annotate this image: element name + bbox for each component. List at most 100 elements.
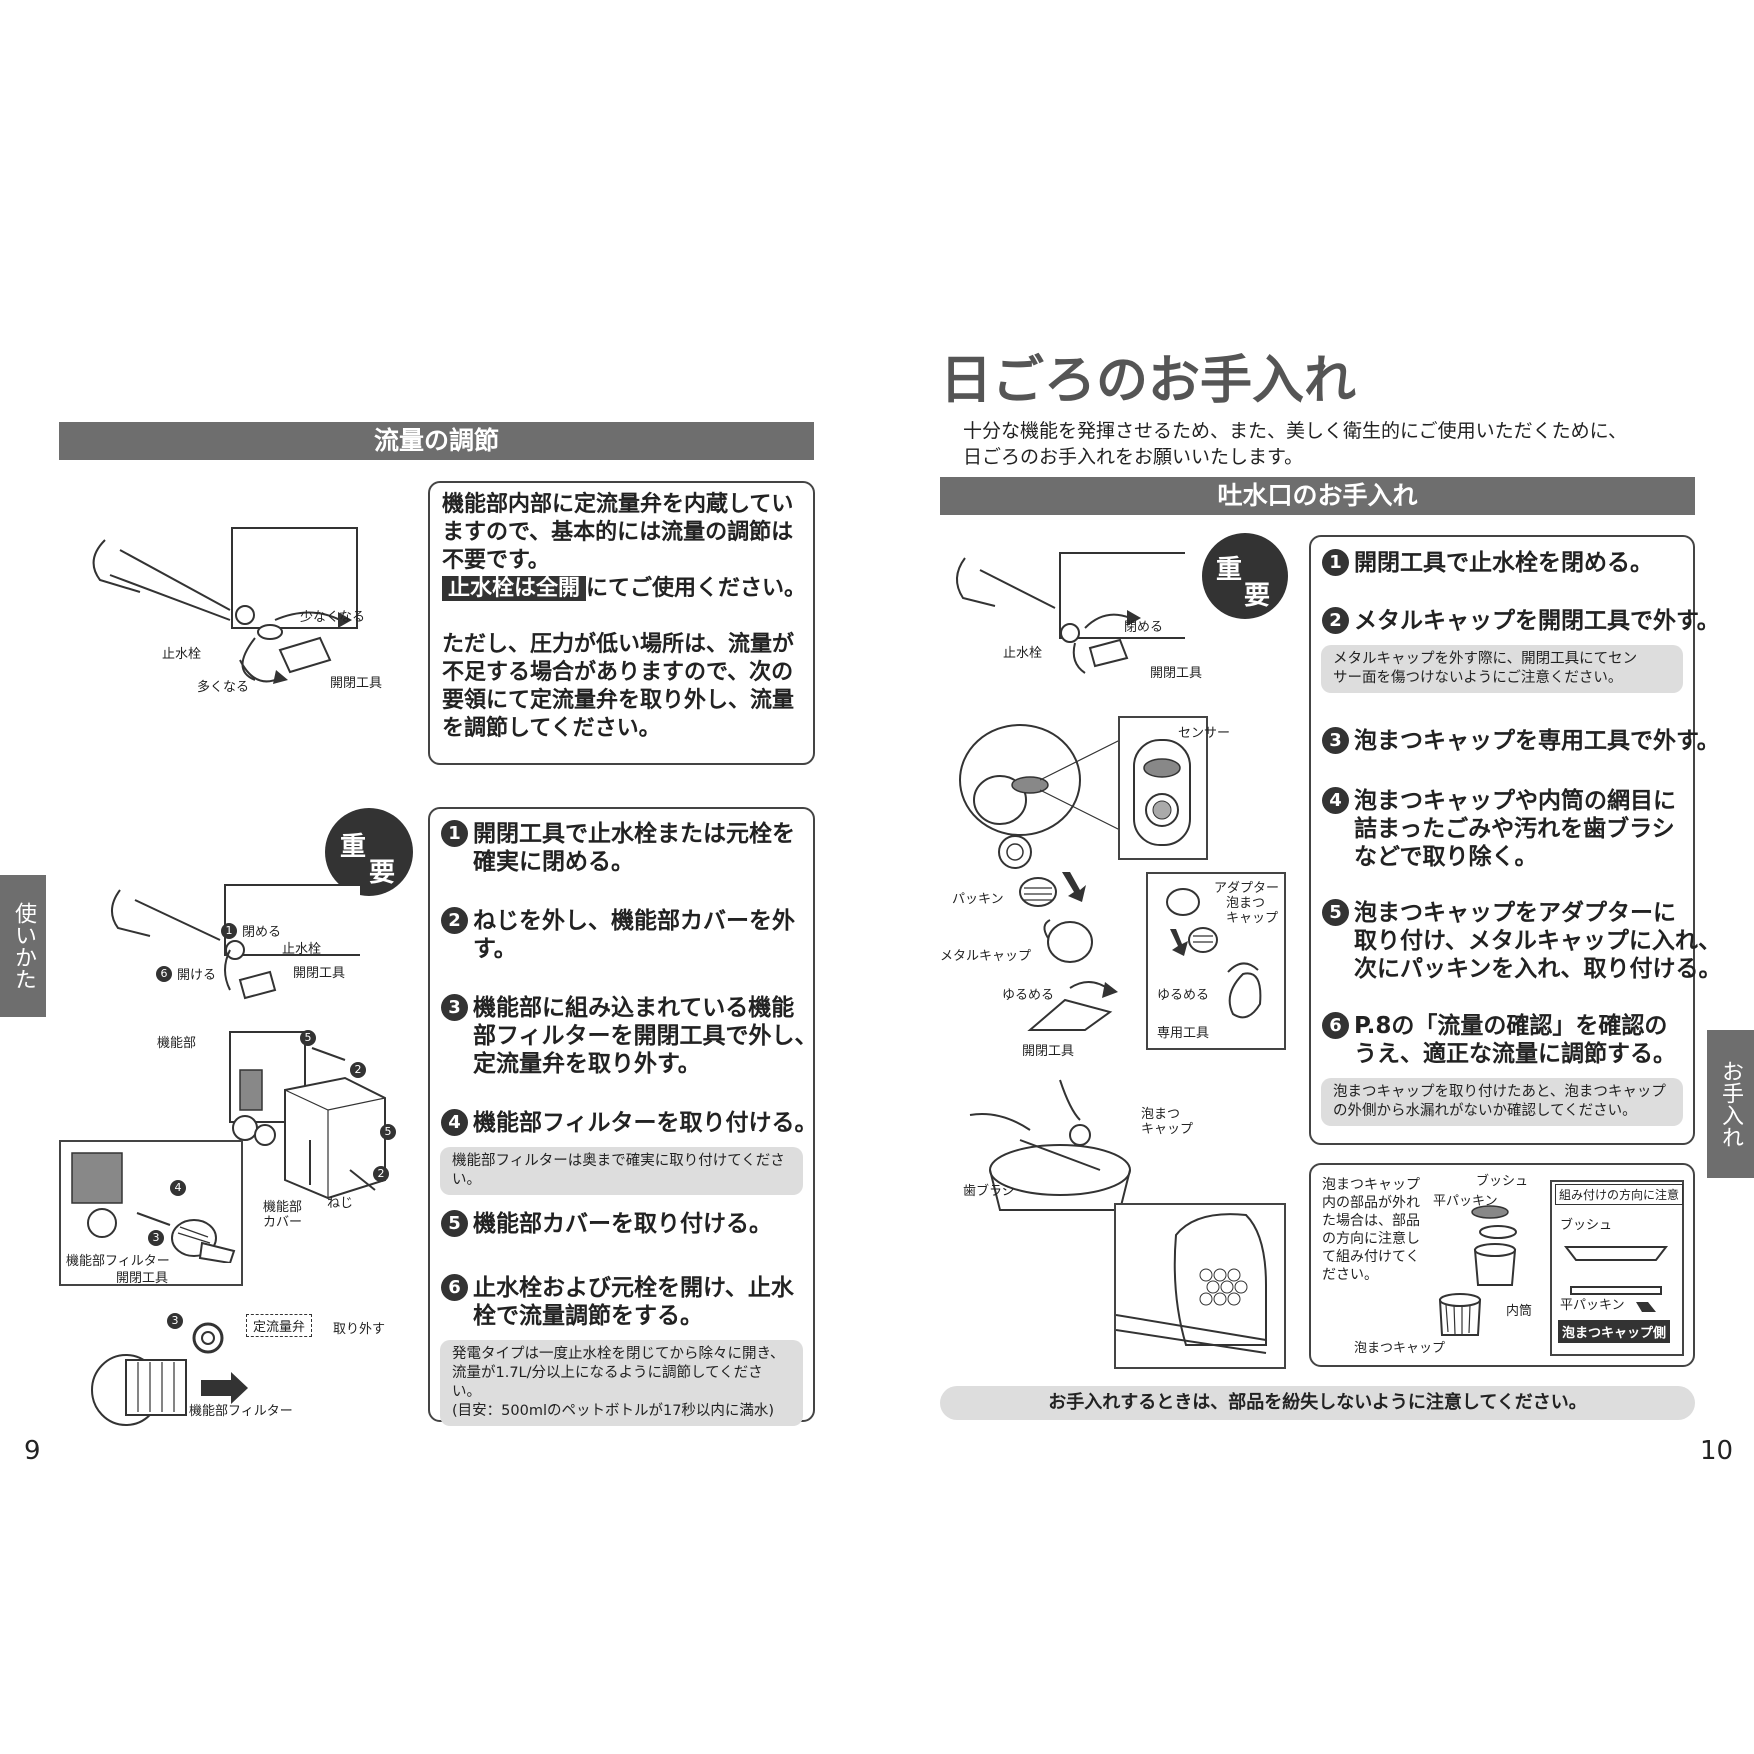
label-filter: 機能部フィルター <box>66 1254 170 1269</box>
step-line: 部フィルターを開閉工具で外し、 <box>473 1023 818 1049</box>
label-line: 泡まつ <box>1226 896 1266 911</box>
label-metal-cap: メタルキャップ <box>940 949 1032 964</box>
step-number: 4 <box>1322 787 1349 814</box>
label-line: カバー <box>263 1215 303 1230</box>
step-line: P.8の「流量の確認」を確認の <box>1354 1013 1668 1039</box>
step-number: 5 <box>441 1210 468 1237</box>
step-number: 1 <box>1322 549 1349 576</box>
step-number: 2 <box>1322 607 1349 634</box>
intro-line: 不要です。 <box>442 548 550 573</box>
label-inner: 内筒 <box>1506 1304 1533 1319</box>
num-2a: 2 <box>350 1062 371 1079</box>
label-tool-3: 開閉工具 <box>116 1271 169 1286</box>
note-line: (目安：500mlのペットボトルが17秒以内に満水) <box>452 1403 775 1419</box>
step-number: 2 <box>441 907 468 934</box>
step-number: 6 <box>1322 1012 1349 1039</box>
intro-box: 機能部内部に定流量弁を内蔵してい ますので、基本的には流量の調節は 不要です。 … <box>428 481 815 765</box>
step-line: 次にパッキンを入れ、取り付ける。 <box>1354 956 1722 982</box>
side-tab-usage: 使いかた <box>0 875 46 1017</box>
num-3b: 3 <box>167 1313 188 1330</box>
step-line: 開閉工具で止水栓または元栓を <box>473 821 795 847</box>
step-line: 詰まったごみや汚れを歯ブラシ <box>1354 816 1675 842</box>
adapter-zoom-drawing <box>1166 888 1262 1019</box>
label-tool-r: 開閉工具 <box>1150 666 1203 681</box>
filter-inset-drawing <box>71 1152 236 1263</box>
intro-line: 要領にて定流量弁を取り外し、流量 <box>442 688 795 713</box>
label-foam-cap-side: 泡まつキャップ側 <box>1558 1320 1671 1343</box>
label-filter-2: 機能部フィルター <box>189 1404 293 1419</box>
step-line: メタルキャップを開閉工具で外す。 <box>1354 608 1720 634</box>
step-line: 栓で流量調節をする。 <box>473 1303 703 1329</box>
intro-highlight-line: 止水栓は全開にてご使用ください。 <box>442 575 806 603</box>
intro-line: 十分な機能を発揮させるため、また、美しく衛生的にご使用いただくために、 <box>963 420 1628 442</box>
label-line: 泡まつ <box>1141 1107 1181 1122</box>
label-direction-note: 組み付けの方向に注意 <box>1555 1184 1684 1205</box>
label-stop-valve-r: 止水栓 <box>1003 646 1043 661</box>
section-title-flow: 流量の調節 <box>59 422 814 460</box>
intro-line: を調節してください。 <box>442 716 661 741</box>
num-4: 4 <box>170 1180 191 1197</box>
direction-drawing <box>1563 1246 1669 1312</box>
side-tab-care: お手入れ <box>1707 1030 1754 1178</box>
label-line: キャップ <box>1226 911 1279 926</box>
spout-sensor-illustration <box>959 724 1121 836</box>
note-line: 泡まつキャップを取り付けたあと、泡まつキャップ <box>1333 1084 1666 1100</box>
step-line: ねじを外し、機能部カバーを外 <box>473 908 795 934</box>
label-less: 少なくなる <box>300 610 366 625</box>
parts-illustration <box>998 835 1118 1031</box>
step-line: す。 <box>473 936 517 962</box>
label-loosen: ゆるめる <box>1002 988 1055 1003</box>
assembly-line: 内の部品が外れ <box>1322 1195 1420 1211</box>
intro-line: 日ごろのお手入れをお願いいたします。 <box>963 446 1304 468</box>
assembly-line: て組み付けてく <box>1322 1249 1420 1265</box>
step-line: 泡まつキャップを専用工具で外す。 <box>1354 728 1720 754</box>
intro-line: ますので、基本的には流量の調節は <box>442 520 794 545</box>
badge-char: 重 <box>340 832 367 862</box>
page-number-left: 9 <box>24 1436 41 1466</box>
note-leak: 泡まつキャップを取り付けたあと、泡まつキャップ の外側から水漏れがないか確認して… <box>1321 1078 1683 1126</box>
intro-line: 機能部内部に定流量弁を内蔵してい <box>442 492 794 517</box>
label-line: キャップ <box>1141 1122 1194 1137</box>
label-open: 開ける <box>177 968 217 983</box>
note-line: 発電タイプは一度止水栓を閉じてから除々に開き、 <box>452 1346 785 1362</box>
page-title: 日ごろのお手入れ <box>940 351 1357 411</box>
label-close: 閉める <box>242 925 282 940</box>
step-line: 泡まつキャップや内筒の網目に <box>1354 788 1676 814</box>
label-screw: ねじ <box>327 1196 354 1211</box>
assembly-text: 泡まつキャップ 内の部品が外れ た場合は、部品 の方向に注意し て組み付けてく … <box>1322 1176 1420 1284</box>
num-2b: 2 <box>373 1166 394 1183</box>
label-tool-2: 開閉工具 <box>293 966 346 981</box>
label-unit-cover: 機能部 カバー <box>263 1200 302 1230</box>
step-number: 5 <box>1322 899 1349 926</box>
label-line: 機能部 <box>263 1200 303 1215</box>
step-line: 開閉工具で止水栓を閉める。 <box>1354 550 1653 576</box>
label-stop-valve-2: 止水栓 <box>282 942 322 957</box>
assembly-line: た場合は、部品 <box>1322 1213 1420 1229</box>
label-const-valve: 定流量弁 <box>246 1314 313 1337</box>
sensor-zoom-drawing <box>1133 739 1191 846</box>
note-flow: 発電タイプは一度止水栓を閉じてから除々に開き、 流量が1.7L/分以上になるよう… <box>440 1340 803 1426</box>
badge-char: 重 <box>1216 555 1243 585</box>
intro-line: 不足する場合がありますので、次の <box>442 660 794 685</box>
label-more: 多くなる <box>197 680 250 695</box>
step-line: 取り付け、メタルキャップに入れ、 <box>1354 928 1722 954</box>
num-5a: 5 <box>300 1030 321 1047</box>
step-number: 3 <box>1322 727 1349 754</box>
label-special-tool: 専用工具 <box>1157 1026 1210 1041</box>
assembly-parts-drawing <box>1438 1205 1517 1336</box>
assembly-line: の方向に注意し <box>1322 1231 1420 1247</box>
brush-zoom-drawing <box>1116 1213 1267 1354</box>
important-badge-right: 重 要 <box>1202 533 1288 619</box>
spout-valve-illustration <box>956 552 1185 674</box>
step-number: 6 <box>441 1274 468 1301</box>
label-tool: 開閉工具 <box>330 676 383 691</box>
badge-char: 要 <box>369 858 396 888</box>
step-number: 1 <box>441 820 468 847</box>
